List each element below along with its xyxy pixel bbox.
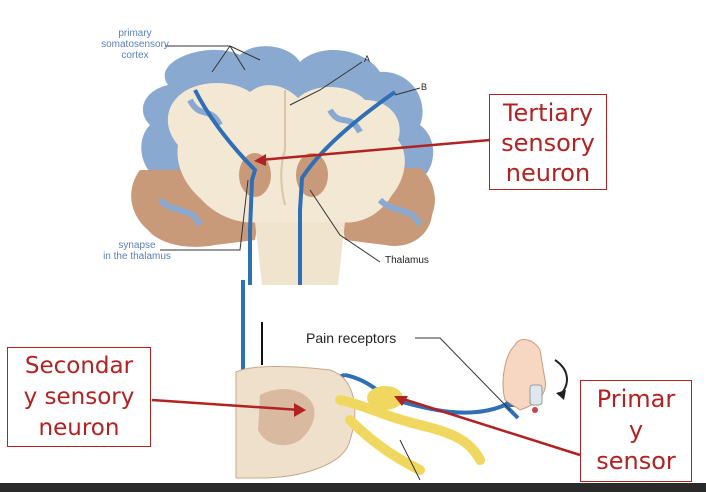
arrow-head-icon: [556, 390, 566, 400]
pain-receptors-label: Pain receptors: [306, 330, 397, 346]
brain-section: [131, 46, 435, 285]
thalamus-label: Thalamus: [385, 255, 429, 266]
arrowhead-tertiary: [254, 154, 266, 166]
cortex-label: primary somatosensory cortex: [101, 28, 169, 61]
label-leader-lines: [160, 45, 511, 481]
secondary-neuron-callout: Secondar y sensory neuron: [7, 347, 151, 447]
spinal-cord-section: [235, 366, 485, 479]
synapse-label: synapse in the thalamus: [103, 240, 171, 262]
hand-illustration: [502, 339, 546, 413]
marker-a: A: [364, 54, 371, 64]
primary-neuron-callout: Primar y sensor: [580, 380, 692, 482]
arrowhead-primary: [394, 396, 408, 406]
bottom-bar: [0, 483, 706, 492]
callout-arrows: [151, 138, 581, 457]
arrowhead-secondary: [294, 403, 306, 417]
tertiary-neuron-callout: Tertiary sensory neuron: [489, 94, 607, 190]
marker-b: B: [421, 82, 428, 92]
curved-arrow-icon: [554, 359, 568, 396]
